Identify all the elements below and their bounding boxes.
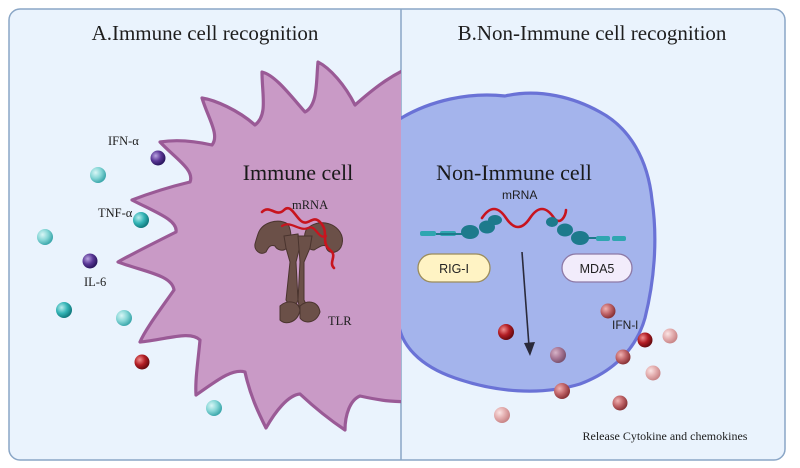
tlr-receptor (254, 220, 343, 324)
ifn-molecule (600, 303, 616, 319)
cytokine-ball-red (134, 354, 150, 370)
cytokine-ball-cyan (116, 310, 132, 326)
mda5-sensor: MDA5 (561, 253, 633, 283)
cytokine-ball-cyan (90, 167, 106, 183)
ifn-molecule (498, 324, 514, 340)
immune-mrna-loop (280, 223, 328, 238)
ifn-alpha-label: IFN-α (108, 134, 139, 148)
ifn-molecule (645, 365, 661, 381)
rig-i-sensor: RIG-I (417, 253, 491, 283)
cytokine-ball-cyan (37, 229, 53, 245)
mda5-label: MDA5 (580, 262, 615, 276)
cytokine-ball-cyan (206, 400, 222, 416)
ifn-molecule (494, 407, 510, 423)
ifn-molecule (615, 349, 631, 365)
tlr-label: TLR (328, 314, 352, 328)
ifn-molecule (612, 395, 628, 411)
panel-b-title: B.Non-Immune cell recognition (458, 21, 727, 45)
ifn-alpha-molecule (150, 150, 166, 166)
ifn-molecule (637, 332, 653, 348)
nonimmune-cell (401, 91, 657, 393)
signaling-arrow (521, 251, 535, 356)
immune-mrna-label: mRNA (292, 198, 328, 212)
il6-label: IL-6 (84, 275, 106, 289)
panel-a-title: A.Immune cell recognition (92, 21, 319, 45)
cytokine-ball-teal (56, 302, 72, 318)
ifn-molecule (554, 383, 570, 399)
nonimmune-cell-label: Non-Immune cell (436, 160, 592, 185)
nonimmune-mrna-label: mRNA (502, 188, 537, 202)
tnf-alpha-label: TNF-α (98, 206, 133, 220)
nonimmune-mrna-strand (480, 207, 568, 229)
ifn-molecule (550, 347, 566, 363)
tnf-alpha-molecule (133, 212, 149, 228)
ifn-lambda-label: IFN-l (612, 318, 638, 332)
ifn-molecule (662, 328, 678, 344)
mda5-protein-chain (546, 217, 626, 245)
release-label: Release Cytokine and chemokines (583, 429, 748, 443)
rig-i-label: RIG-I (439, 262, 469, 276)
immune-cell-label: Immune cell (243, 160, 354, 185)
rig-i-protein-chain (420, 215, 502, 239)
il6-molecule (82, 253, 98, 269)
immune-mrna-strand (260, 206, 336, 270)
